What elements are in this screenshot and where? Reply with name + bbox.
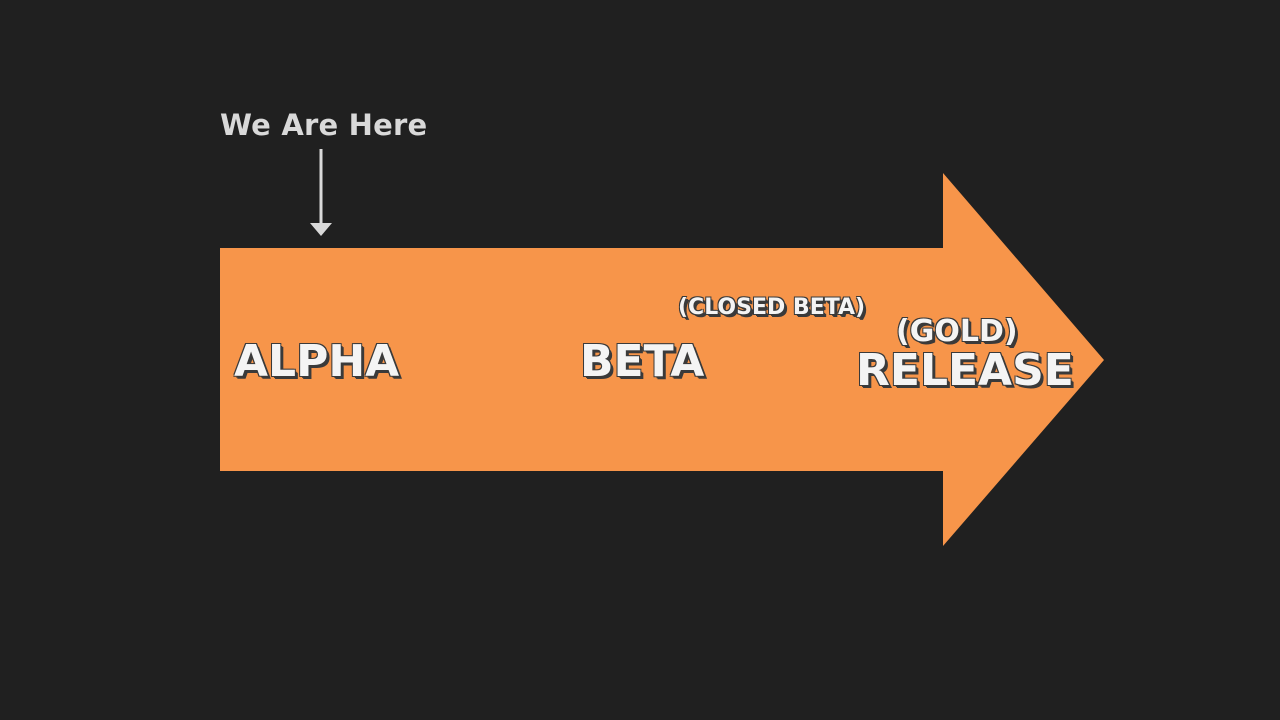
down-arrow-icon: [310, 149, 332, 236]
closed-beta-label: (CLOSED BETA): [678, 295, 866, 320]
timeline-arrow-shape: [220, 173, 1104, 546]
release-stage-label: RELEASE: [856, 345, 1074, 396]
we-are-here-label: We Are Here: [220, 108, 428, 142]
beta-stage-label: BETA: [580, 336, 705, 387]
alpha-stage-label: ALPHA: [234, 336, 400, 387]
gold-label: (GOLD): [896, 314, 1018, 349]
